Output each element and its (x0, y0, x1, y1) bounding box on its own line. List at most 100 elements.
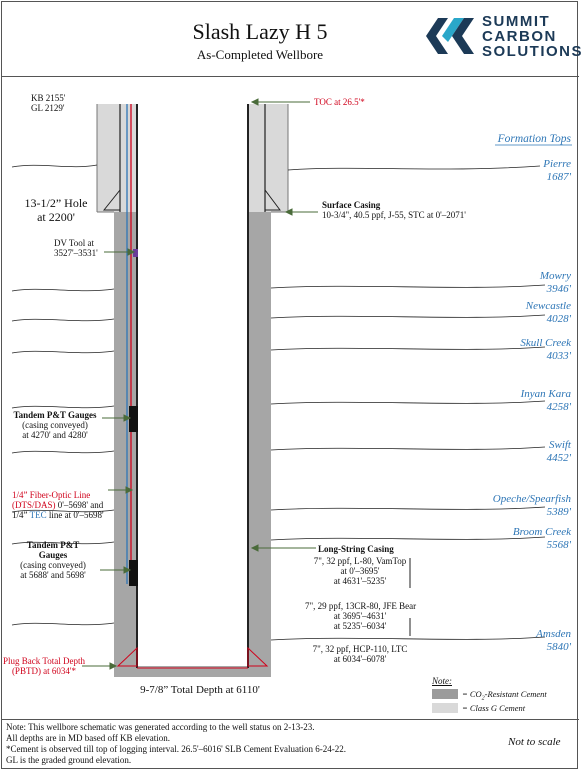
formation-depth: 4028' (546, 313, 571, 325)
seg2-line1: 7", 29 ppf, 13CR-80, JFE Bear (305, 601, 417, 611)
legend-dark-swatch (432, 689, 458, 699)
formation-depth: 5840' (546, 641, 571, 653)
formation-tops-heading: Formation Tops (497, 133, 571, 145)
longstring-seg1: 7", 32 ppf, L-80, VamTop at 0'–3695' at … (310, 556, 410, 586)
legend-heading: Note: (432, 676, 452, 686)
fiber-line3c: line at 0'–5698' (46, 510, 104, 520)
formation-depth: 5568' (546, 539, 571, 551)
diagram-title: Slash Lazy H 5 (192, 19, 328, 44)
seg1-line3: at 4631'–5235' (333, 576, 387, 586)
formation-name: Opeche/Spearfish (492, 493, 571, 505)
seg2-line2: at 3695'–4631' (333, 611, 387, 621)
gl-elevation: GL 2129' (31, 103, 65, 113)
longstring-title-text: Long-String Casing (318, 544, 394, 554)
surface-hole-label: 13-1/2” Hole at 2200' (12, 196, 100, 224)
formation-name: Inyan Kara (520, 388, 571, 400)
legend-light-swatch (432, 703, 458, 713)
surface-casing-label: Surface Casing 10-3/4", 40.5 ppf, J-55, … (322, 200, 466, 220)
longstring-seg2: 7", 29 ppf, 13CR-80, JFE Bear at 3695'–4… (305, 601, 417, 631)
lower-gauges-title1: Tandem P&T (26, 540, 80, 550)
formation-name: Pierre (543, 158, 571, 170)
longstring-seg3: 7", 32 ppf, HCP-110, LTC at 6034'–6078' (305, 644, 415, 664)
surface-hole-line2: at 2200' (37, 210, 75, 224)
lower-gauges-line4: at 5688' and 5698' (20, 570, 86, 580)
summit-logo-icon (426, 18, 474, 54)
upper-gauges-line2: (casing conveyed) (22, 420, 88, 430)
lower-gauges (129, 560, 138, 586)
legend-dark-label: = CO2-Resistant Cement (462, 689, 547, 702)
formation-depth: 5389' (546, 506, 571, 518)
pbtd-line1: Plug Back Total Depth (3, 656, 85, 666)
formation-name: Mowry (539, 270, 571, 282)
fiber-optic-label: 1/4” Fiber-Optic Line (DTS/DAS) 0'–5698'… (12, 490, 104, 520)
upper-gauges (129, 406, 138, 432)
formation-depth: 4033' (546, 350, 571, 362)
total-depth-label: 9-7/8” Total Depth at 6110' (140, 684, 260, 696)
seg1-line1: 7", 32 ppf, L-80, VamTop (313, 556, 407, 566)
surface-casing-detail: 10-3/4", 40.5 ppf, J-55, STC at 0'–2071' (322, 210, 466, 220)
footer-note-4: GL is the graded ground elevation. (6, 755, 132, 765)
scale-note: Not to scale (508, 736, 561, 748)
lower-gauges-title2: Gauges (38, 550, 68, 560)
seg2-line3: at 5235'–6034' (333, 621, 387, 631)
legend-light-label: = Class G Cement (462, 703, 526, 713)
legend-dark-post: -Resistant Cement (484, 689, 547, 699)
lower-gauges-label: Tandem P&T Gauges (casing conveyed) at 5… (12, 540, 94, 580)
formation-name: Newcastle (525, 300, 571, 312)
formation-depth: 1687' (546, 171, 571, 183)
pbtd-line2: (PBTD) at 6034'* (11, 666, 77, 676)
footer-divider (2, 719, 579, 720)
logo-line-3: SOLUTIONS (482, 43, 581, 60)
fiber-line1: 1/4” Fiber-Optic Line (12, 490, 91, 500)
formation-depth: 4258' (546, 401, 571, 413)
formation-lines-right (270, 165, 546, 641)
formation-name: Broom Creek (512, 526, 571, 538)
company-logo-text: SUMMIT CARBON SOLUTIONS (482, 14, 581, 59)
seg3-line2: at 6034'–6078' (333, 654, 387, 664)
bottom-cement-plug (114, 666, 271, 677)
fiber-line2a: (DTS/DAS) (12, 500, 56, 510)
fiber-line2b: 0'–5698' and (55, 500, 104, 510)
legend-dark-sub: 2 (481, 695, 485, 702)
formation-depth: 4452' (546, 452, 571, 464)
fiber-line3a: 1/4” (12, 510, 30, 520)
formation-lines-left (11, 164, 115, 626)
seg1-line2: at 0'–3695' (340, 566, 380, 576)
pbtd-label: Plug Back Total Depth (PBTD) at 6034'* (3, 656, 85, 676)
footer-note-1: Note: This wellbore schematic was genera… (6, 722, 315, 732)
diagram-subtitle: As-Completed Wellbore (196, 47, 324, 62)
footer-note-3: *Cement is observed till top of logging … (6, 744, 346, 754)
dv-tool-line2: 3527'–3531' (54, 248, 98, 258)
logo-line-2: CARBON (482, 28, 557, 45)
seg3-line1: 7", 32 ppf, HCP-110, LTC (312, 644, 408, 654)
lower-gauges-line3: (casing conveyed) (20, 560, 86, 570)
surface-cement-right (248, 104, 288, 212)
upper-gauges-line3: at 4270' and 4280' (22, 430, 88, 440)
longstring-cement-left (114, 212, 137, 677)
surface-casing-title: Surface Casing (322, 200, 381, 210)
legend-dark-pre: = CO (462, 689, 482, 699)
footer-note-2: All depths are in MD based off KB elevat… (6, 733, 171, 743)
dv-tool-label: DV Tool at 3527'–3531' (54, 238, 98, 258)
longstring-cement-right (248, 212, 271, 677)
fiber-line3b: TEC (29, 510, 47, 520)
dv-tool-line1: DV Tool at (54, 238, 95, 248)
logo-line-1: SUMMIT (482, 13, 551, 30)
longstring-title: Long-String Casing (318, 544, 394, 554)
toc-label: TOC at 26.5'* (314, 97, 365, 107)
formation-name: Amsden (536, 628, 571, 640)
surface-hole-line1: 13-1/2” Hole (24, 196, 88, 210)
dv-tool-marker (133, 249, 138, 257)
formation-name: Skull Creek (520, 337, 571, 349)
upper-gauges-label: Tandem P&T Gauges (casing conveyed) at 4… (5, 410, 105, 440)
